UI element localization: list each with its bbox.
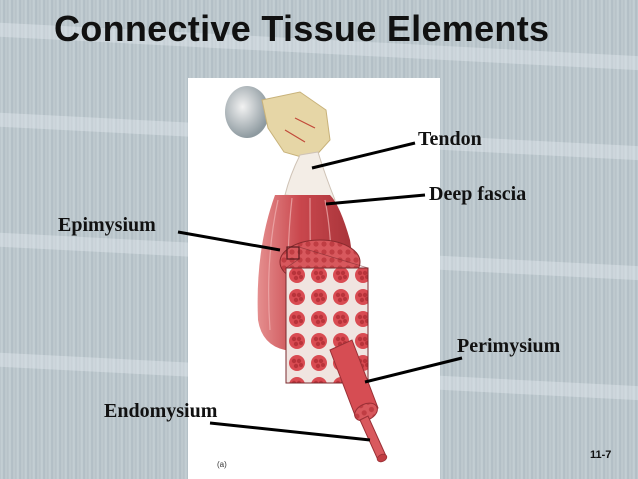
- label-tendon: Tendon: [418, 128, 482, 151]
- bone-shaft: [262, 92, 330, 160]
- endomysium-leader-line: [210, 423, 370, 440]
- bone: [225, 86, 330, 160]
- page-number: 11-7: [590, 449, 611, 461]
- figure-letter: (a): [217, 460, 227, 469]
- tendon-leader-line: [312, 143, 415, 168]
- deep-fascia-leader-line: [326, 195, 425, 204]
- label-epimysium: Epimysium: [58, 214, 156, 237]
- label-perimysium: Perimysium: [457, 335, 560, 358]
- label-deep-fascia: Deep fascia: [429, 183, 526, 206]
- tendon-shape: [285, 152, 335, 200]
- perimysium-leader-line: [365, 358, 462, 382]
- label-endomysium: Endomysium: [104, 400, 217, 423]
- bone-head: [225, 86, 269, 138]
